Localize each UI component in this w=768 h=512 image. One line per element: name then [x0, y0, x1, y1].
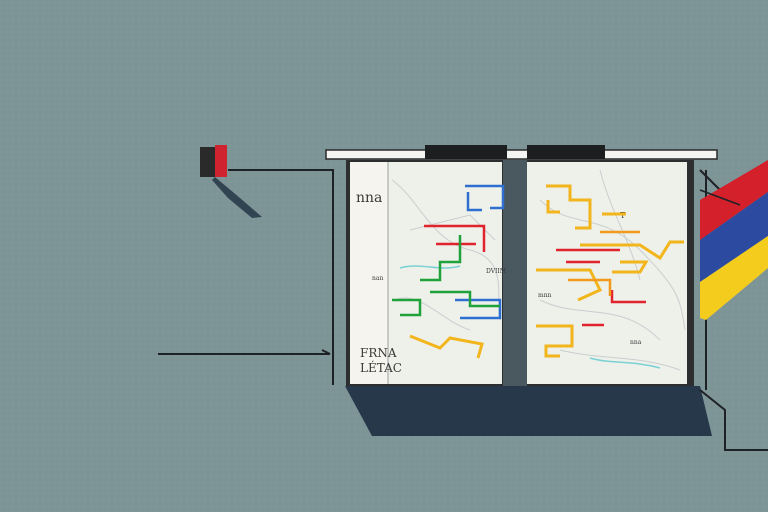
map-river: [399, 265, 461, 269]
map-streets: [391, 169, 686, 371]
board-text-bottom-1: FRNA: [360, 346, 397, 360]
flag-icon: [699, 160, 768, 320]
board-text-top: nna: [356, 190, 382, 206]
route-orange: [568, 230, 640, 296]
board-roof: [325, 149, 718, 160]
route-red: [424, 224, 646, 327]
board-text-bottom-2: LÉTAC: [360, 360, 402, 375]
route-blue: [455, 184, 505, 320]
camera-icon: [200, 145, 262, 218]
board-shadow: [345, 386, 712, 436]
map-panel-right: [527, 162, 687, 384]
small-label-mid: DVIIM: [486, 268, 506, 275]
board-roof-block-left: [425, 145, 507, 159]
board-center-post: [503, 160, 527, 386]
small-label-right-3: nna: [630, 339, 642, 346]
small-label-right-2: mnn: [538, 292, 552, 299]
small-label-left: nan: [372, 275, 383, 282]
route-green: [392, 235, 500, 317]
board-roof-block-right: [527, 145, 605, 159]
map-panel-left-strip: [350, 162, 388, 384]
